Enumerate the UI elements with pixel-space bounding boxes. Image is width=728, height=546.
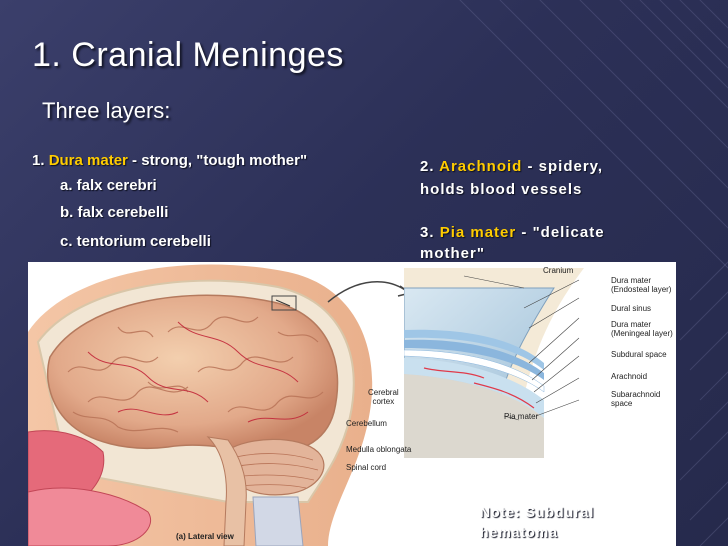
- meninges-layers-diagram: [404, 268, 584, 458]
- arachnoid-line: 2. Arachnoid - spidery,: [420, 158, 603, 175]
- gyri: [67, 316, 324, 433]
- falx-cerebelli: b. falx cerebelli: [60, 204, 169, 221]
- label-dural-sinus: Dural sinus: [611, 304, 652, 313]
- falx-cerebri: a. falx cerebri: [60, 177, 157, 194]
- label-subarachnoid-space: Subarachnoid space: [611, 390, 661, 408]
- vertebrae: [252, 496, 304, 546]
- figure-caption: (a) Lateral view: [176, 532, 234, 541]
- arachnoid-number: 2.: [420, 158, 435, 175]
- dura-mater-desc: - strong, "tough mother": [127, 152, 308, 169]
- tentorium-cerebelli: c. tentorium cerebelli: [60, 233, 211, 250]
- dura-mater-term: Dura mater: [48, 152, 128, 169]
- dura-mater-number: 1.: [32, 152, 45, 169]
- brain-illustration: [28, 264, 412, 546]
- dura-mater-line: 1. Dura mater - strong, "tough mother": [32, 152, 307, 169]
- vessels: [87, 321, 309, 423]
- tongue: [28, 487, 151, 546]
- slide-subtitle: Three layers:: [42, 98, 171, 123]
- pia-mater-number: 3.: [420, 224, 435, 241]
- label-arachnoid: Arachnoid: [611, 372, 648, 381]
- label-cranium: Cranium: [543, 266, 574, 275]
- pia-mater-desc: - "delicate: [516, 224, 605, 241]
- pia-mater-desc-2: mother": [420, 245, 485, 262]
- slide-title: 1. Cranial Meninges: [32, 36, 344, 74]
- brainstem: [206, 436, 247, 546]
- label-pia-mater: Pia mater: [504, 412, 539, 421]
- label-cerebral-cortex: Cerebral cortex: [368, 388, 399, 406]
- arachnoid-term: Arachnoid: [439, 158, 523, 175]
- arachnoid-desc-2: holds blood vessels: [420, 181, 583, 198]
- label-subdural-space: Subdural space: [611, 350, 667, 359]
- arachnoid-desc: - spidery,: [522, 158, 604, 175]
- meninges-figure: Cerebral cortex Cerebellum Medulla oblon…: [28, 262, 676, 546]
- pia-mater-term: Pia mater: [439, 224, 517, 241]
- label-dura-meningeal: Dura mater (Meningeal layer): [611, 320, 673, 338]
- label-spinal-cord: Spinal cord: [346, 463, 387, 472]
- label-cerebellum: Cerebellum: [346, 419, 387, 428]
- note-subdural-hematoma: Note: Subdural hematoma: [480, 504, 595, 540]
- label-dura-endosteal: Dura mater (Endosteal layer): [611, 276, 672, 294]
- pia-mater-line: 3. Pia mater - "delicate: [420, 224, 605, 241]
- label-medulla-oblongata: Medulla oblongata: [346, 445, 412, 454]
